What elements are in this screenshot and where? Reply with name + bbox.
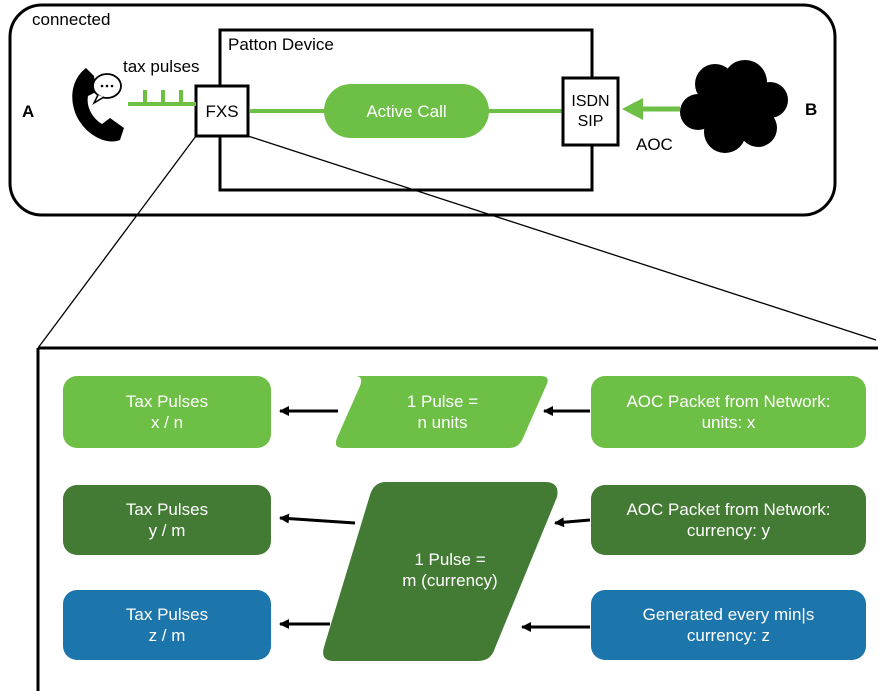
tax-pulses-x-box bbox=[63, 376, 271, 448]
aoc-currency-box bbox=[591, 485, 866, 555]
row1-input-line2: units: x bbox=[701, 413, 756, 432]
aoc-label: AOC bbox=[636, 135, 673, 154]
row1-output-line1: Tax Pulses bbox=[125, 392, 209, 411]
aoc-arrow bbox=[622, 98, 680, 120]
row3-input-line1: Generated every min|s bbox=[642, 605, 815, 624]
row2-output-line1: Tax Pulses bbox=[125, 500, 209, 519]
generated-currency-box bbox=[591, 590, 866, 660]
tax-pulses-label: tax pulses bbox=[123, 57, 200, 76]
conversion2-line1: 1 Pulse = bbox=[414, 550, 486, 569]
isdn-sip-box bbox=[561, 76, 620, 147]
row2-output-text: Tax Pulses y / m bbox=[63, 485, 271, 555]
endpoint-b-label: B bbox=[805, 100, 818, 119]
conversion2-text: 1 Pulse = m (currency) bbox=[360, 535, 540, 605]
row1-output-text: Tax Pulses x / n bbox=[63, 376, 271, 448]
speech-bubble-icon bbox=[92, 73, 122, 105]
active-call-label: Active Call bbox=[366, 101, 447, 121]
fxs-box bbox=[194, 84, 250, 138]
row2-output-line2: y / m bbox=[148, 521, 186, 540]
device-label: Patton Device bbox=[228, 35, 334, 54]
row1-input-text: AOC Packet from Network: units: x bbox=[591, 376, 866, 448]
conversion1-line1: 1 Pulse = bbox=[406, 392, 479, 411]
zoom-line-left bbox=[37, 135, 197, 349]
row3-output-line1: Tax Pulses bbox=[125, 605, 209, 624]
phone-icon bbox=[72, 68, 124, 142]
row3-input-text: Generated every min|s currency: z bbox=[591, 590, 866, 660]
pulse-n-units-box bbox=[335, 376, 548, 448]
row3-output-text: Tax Pulses z / m bbox=[63, 590, 271, 660]
active-call-pill bbox=[324, 84, 489, 138]
conversion1-text: 1 Pulse = n units bbox=[350, 376, 535, 448]
row3-input-line2: currency: z bbox=[686, 626, 771, 645]
tax-pulse-signal bbox=[128, 90, 196, 106]
row2-input-text: AOC Packet from Network: currency: y bbox=[591, 485, 866, 555]
endpoint-a-label: A bbox=[22, 102, 35, 121]
status-label: connected bbox=[32, 10, 111, 29]
fxs-label: FXS bbox=[205, 101, 239, 121]
network-cloud-icon bbox=[680, 60, 788, 153]
conversion1-line2: n units bbox=[417, 413, 468, 432]
conversion2-line2: m (currency) bbox=[402, 571, 498, 590]
tax-pulses-y-box bbox=[63, 485, 271, 555]
row1-output-line2: x / n bbox=[150, 413, 184, 432]
detail-panel bbox=[36, 346, 878, 691]
row1-input-line1: AOC Packet from Network: bbox=[626, 392, 831, 411]
pulse-m-currency-box bbox=[323, 482, 558, 661]
tax-pulses-z-box bbox=[63, 590, 271, 660]
flow-arrows bbox=[279, 406, 591, 632]
sip-label: SIP bbox=[577, 112, 604, 130]
zoom-line-right bbox=[247, 135, 877, 341]
aoc-units-box bbox=[591, 376, 866, 448]
isdn-sip-labels: ISDN SIP bbox=[563, 78, 618, 145]
row2-input-line2: currency: y bbox=[686, 521, 771, 540]
row2-input-line1: AOC Packet from Network: bbox=[626, 500, 831, 519]
row3-output-line2: z / m bbox=[148, 626, 186, 645]
isdn-label: ISDN bbox=[571, 92, 610, 110]
